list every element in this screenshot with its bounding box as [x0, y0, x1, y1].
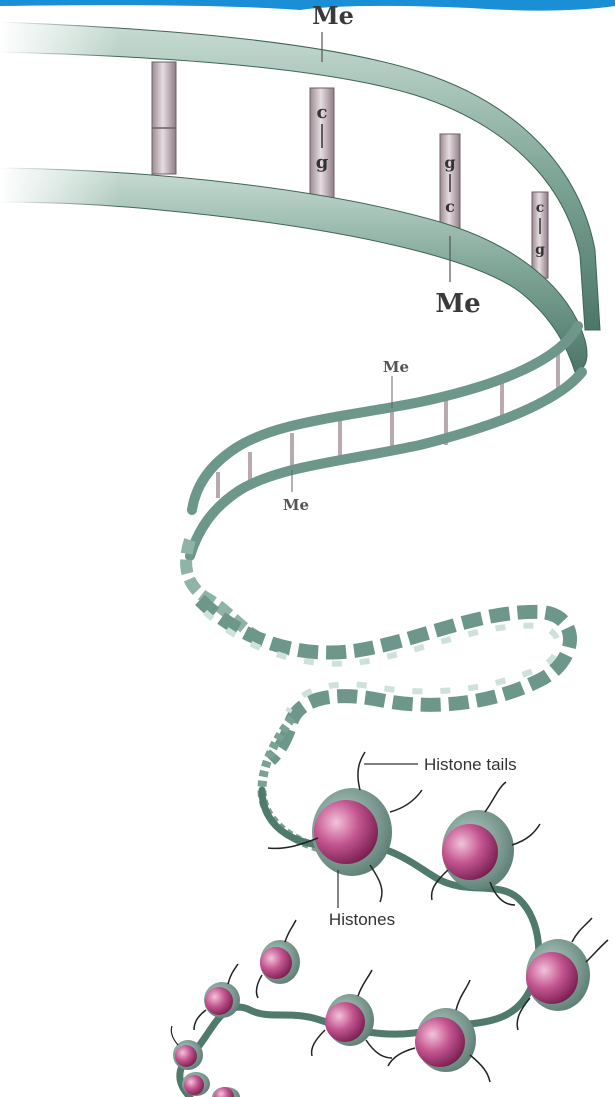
methyl-label-large: Me	[435, 289, 480, 319]
dna-ladder-closeup: c g g c c g	[0, 10, 600, 372]
nucleosome-6	[256, 920, 300, 998]
histone-tails-label: Histone tails	[424, 755, 517, 774]
base-pair-1-lower: g	[316, 152, 329, 173]
nucleosome-8	[171, 1026, 203, 1070]
nucleosome-1	[268, 752, 422, 902]
rung-1	[152, 62, 176, 174]
base-pair-1-upper: c	[317, 102, 328, 123]
top-banner-bar	[0, 0, 615, 11]
base-pair-2-lower: c	[445, 197, 455, 216]
nucleosome-9	[182, 1072, 210, 1096]
methyl-label-top: Me	[312, 1, 354, 30]
histones-label: Histones	[329, 910, 395, 929]
nucleosome-5	[312, 970, 392, 1058]
nucleosome-10	[212, 1087, 240, 1097]
base-pair-3-upper: c	[536, 200, 545, 216]
base-pair-3-lower: g	[535, 242, 545, 258]
base-pair-2-upper: g	[444, 153, 455, 172]
helix-loop-outer	[200, 600, 570, 760]
methyl-label-mid-upper: Me	[383, 358, 409, 376]
nucleosome-3	[517, 918, 608, 1030]
methyl-label-mid-lower: Me	[283, 496, 309, 514]
